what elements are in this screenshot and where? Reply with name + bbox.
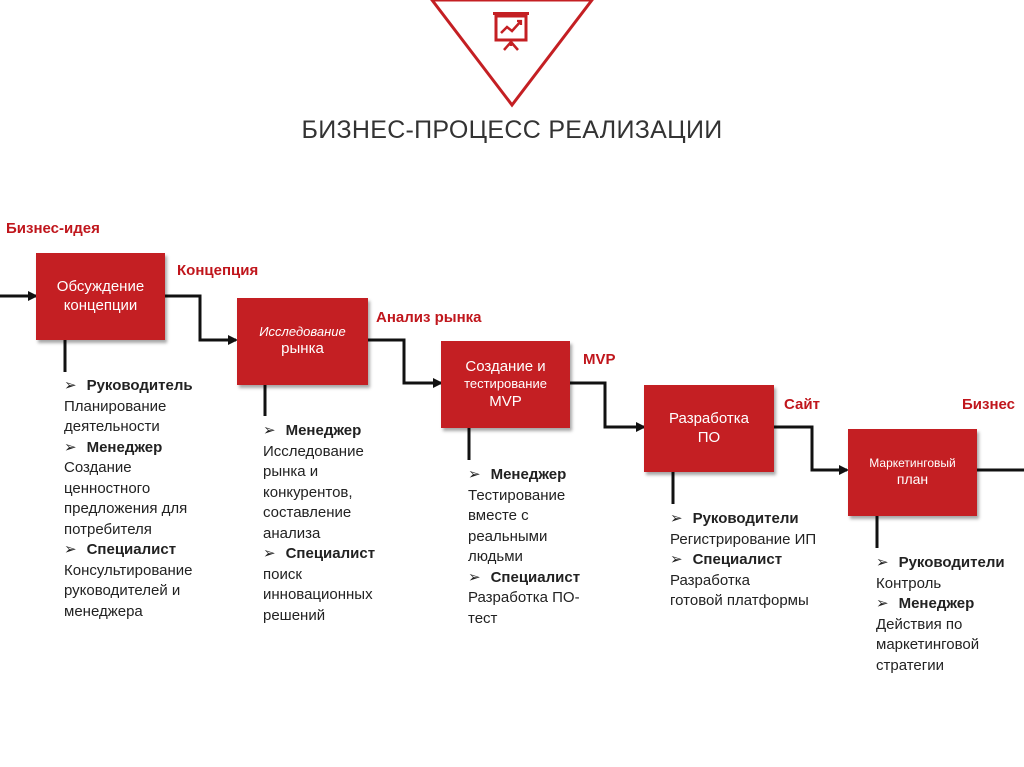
note-role: Руководители (670, 509, 816, 530)
note-text: Регистрирование ИП (670, 530, 817, 548)
step-4-notes: Руководители Регистрирование ИП Специали… (670, 509, 816, 612)
note-text: людьми (468, 548, 523, 565)
note-role: Руководитель (64, 376, 193, 397)
note-text: вместе с (468, 507, 529, 524)
flow-label-concept: Концепция (177, 262, 259, 279)
note-text: готовой платформы (670, 592, 809, 609)
step-box-line: концепции (63, 296, 138, 314)
flow-label-mvp: MVP (583, 351, 616, 368)
note-text: стратегии (876, 656, 944, 674)
note-text: Разработка ПО- (468, 589, 580, 606)
step-box-line: ПО (697, 428, 721, 446)
note-text: Разработка (670, 571, 750, 589)
note-role: Менеджер (876, 594, 1005, 615)
step-box-line: Исследование (259, 324, 346, 339)
step-box-line: Маркетинговый (869, 456, 956, 471)
note-text: поиск (263, 565, 302, 583)
note-text: Консультирование (64, 561, 193, 579)
flow-label-start: Бизнес-идея (6, 220, 100, 237)
flow-label-end: Бизнес (962, 396, 1016, 413)
note-role: Специалист (64, 540, 193, 561)
presentation-chart-icon (493, 12, 529, 51)
header-triangle (430, 0, 594, 108)
note-role: Специалист (670, 550, 816, 571)
flow-arrow-3-4 (570, 381, 646, 432)
note-role: Руководители (876, 553, 1005, 574)
step-box-line: Разработка (669, 409, 749, 427)
note-text: Тестирование (468, 486, 566, 504)
step-box-marketing-plan: Маркетинговый план (848, 429, 977, 516)
note-text: предложения для (64, 500, 188, 517)
note-role: Менеджер (468, 465, 580, 486)
step-box-mvp-testing: Создание и тестирование MVP (441, 341, 570, 428)
step-3-notes: Менеджер Тестирование вместе с реальными… (468, 465, 580, 629)
step-box-line: MVP (489, 392, 522, 410)
note-text: руководителей и (64, 582, 181, 599)
note-role: Специалист (263, 544, 375, 565)
step-box-line: Создание и (465, 357, 546, 375)
note-text: потребителя (64, 520, 152, 538)
step-box-software-development: Разработка ПО (644, 385, 774, 472)
flow-label-market-analysis: Анализ рынка (376, 309, 482, 326)
note-role: Менеджер (263, 421, 375, 442)
note-text: решений (263, 606, 326, 624)
note-text: составление (263, 504, 352, 521)
note-text: Создание (64, 459, 132, 476)
note-text: Планирование (64, 397, 167, 415)
step-box-line: тестирование (464, 376, 547, 392)
step-box-line: план (896, 471, 929, 488)
flow-arrow-4-5 (774, 425, 849, 475)
step-5-notes: Руководители Контроль Менеджер Действия … (876, 553, 1005, 676)
flow-label-site: Сайт (784, 396, 820, 413)
note-text: менеджера (64, 602, 143, 620)
note-role: Менеджер (64, 438, 193, 459)
note-text: инновационных (263, 586, 373, 603)
step-1-notes: Руководитель Планирование деятельности М… (64, 376, 193, 622)
note-text: рынка и (263, 463, 319, 480)
note-text: тест (468, 609, 498, 627)
step-box-line: Обсуждение (56, 277, 145, 295)
step-box-line: рынка (281, 340, 324, 358)
note-text: конкурентов, (263, 483, 353, 501)
step-box-market-research: Исследование рынка (237, 298, 368, 385)
flow-arrow-1-2 (165, 294, 238, 345)
note-text: Исследование (263, 442, 364, 460)
note-text: Контроль (876, 574, 942, 592)
note-text: реальными (468, 527, 548, 545)
step-box-concept-discussion: Обсуждение концепции (36, 253, 165, 340)
header-logo (430, 0, 594, 108)
note-text: маркетинговой (876, 636, 980, 653)
note-text: деятельности (64, 418, 160, 435)
page-title: БИЗНЕС-ПРОЦЕСС РЕАЛИЗАЦИИ (301, 116, 723, 144)
note-text: ценностного (64, 479, 151, 497)
note-role: Специалист (468, 568, 580, 589)
flow-arrow-2-3 (368, 338, 443, 388)
note-text: анализа (263, 524, 321, 542)
note-text: Действия по (876, 615, 963, 633)
step-2-notes: Менеджер Исследование рынка и конкуренто… (263, 421, 375, 626)
